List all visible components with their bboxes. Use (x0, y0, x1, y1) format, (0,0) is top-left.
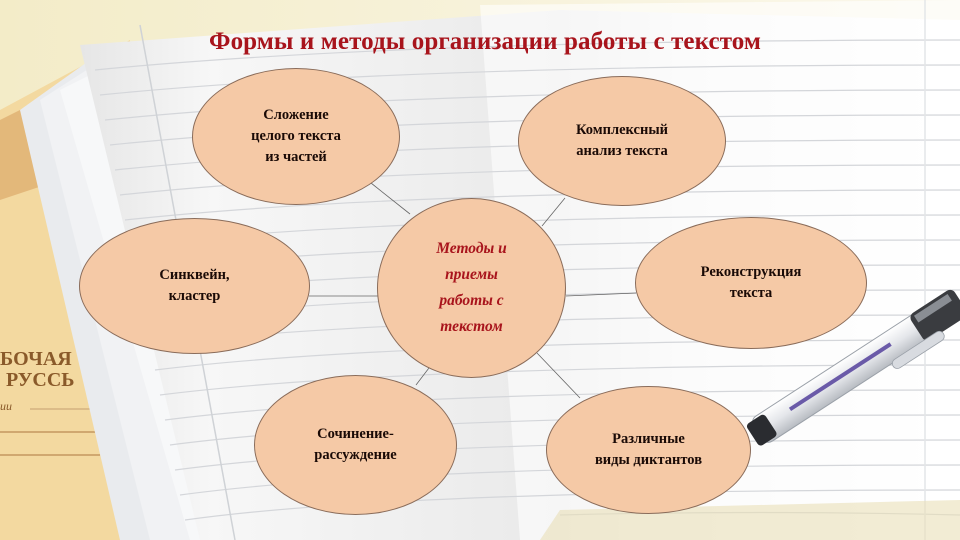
node-label: Реконструкция текста (700, 264, 802, 301)
svg-text:ии: ии (0, 399, 12, 413)
node-right: Реконструкция текста (635, 217, 867, 349)
node-top-right: Комплексный анализ текста (518, 76, 726, 206)
node-label: Сложение целого текста из частей (251, 107, 341, 165)
node-left: Синквейн, кластер (79, 218, 310, 354)
book-cover-text: БОЧАЯ (0, 348, 72, 370)
node-bottom-right: Различные виды диктантов (546, 386, 751, 514)
node-bottom-left: Сочинение- рассуждение (254, 375, 457, 515)
center-node-label: Методы и приемы работы с текстом (436, 240, 507, 335)
node-label: Сочинение- рассуждение (314, 426, 397, 463)
node-label: Комплексный анализ текста (575, 122, 669, 159)
node-label: Синквейн, кластер (159, 267, 230, 304)
svg-text:РУССЬ: РУССЬ (6, 369, 75, 391)
slide-title: Формы и методы организации работы с текс… (209, 28, 761, 55)
node-top-left: Сложение целого текста из частей (192, 68, 400, 205)
node-label: Различные виды диктантов (594, 431, 703, 468)
center-node: Методы и приемы работы с текстом (377, 198, 566, 378)
pen-icon (746, 289, 960, 446)
